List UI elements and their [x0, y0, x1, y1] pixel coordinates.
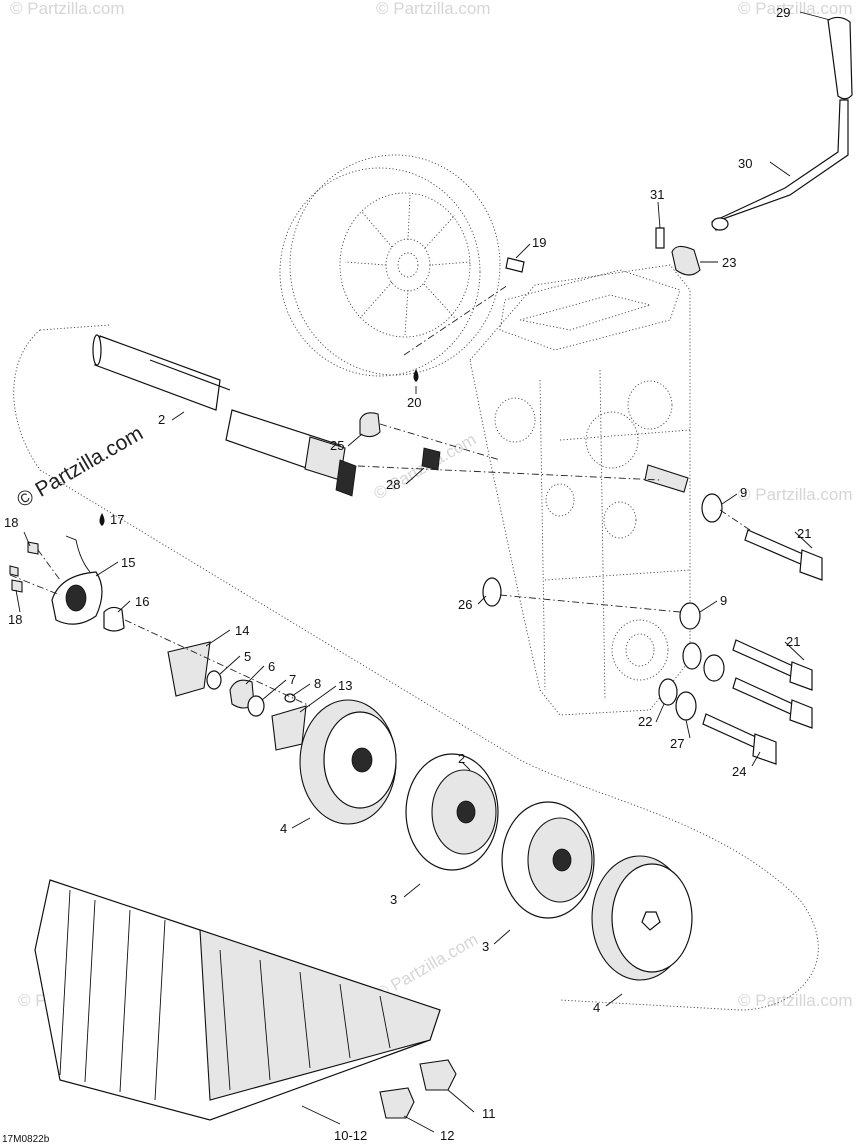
watermark-faint: © Partzilla.com [738, 991, 853, 1010]
callout-20: 20 [407, 395, 421, 410]
sprocket-28 [421, 447, 441, 471]
drive-pulley-wheel [279, 154, 501, 377]
callout-4: 4 [593, 1000, 600, 1015]
bolt-24 [702, 713, 777, 765]
callout-26: 26 [458, 597, 472, 612]
callout-9: 9 [740, 485, 747, 500]
callout-21: 21 [786, 634, 800, 649]
callout-12: 12 [440, 1128, 454, 1143]
washer-stack [682, 642, 702, 670]
oil-drop-icon [99, 513, 105, 526]
washer-stack [703, 654, 725, 682]
callout-7: 7 [289, 672, 296, 687]
watermark-faint: © Partzilla.com [738, 485, 853, 504]
callout-28: 28 [386, 477, 400, 492]
oil-drop-icon [413, 369, 419, 382]
clip-12 [379, 1087, 415, 1119]
watermark-faint: © Partzilla.com [10, 0, 125, 18]
alignment-lines [9, 284, 751, 707]
clip-11 [419, 1059, 457, 1091]
bolt-21-lower [732, 639, 813, 691]
plate-13 [271, 705, 307, 751]
callout-2: 2 [458, 751, 465, 766]
watermark-faint: © Partzilla.com [738, 0, 853, 18]
reference-code: 17M0822b [2, 1134, 50, 1145]
shift-lever [711, 16, 853, 232]
sprocket-3-lower [501, 801, 595, 919]
callout-15: 15 [121, 555, 135, 570]
seal-5 [206, 670, 222, 690]
callout-25: 25 [330, 438, 344, 453]
nut-18-lower [9, 565, 19, 577]
callout-29: 29 [776, 5, 790, 20]
track-outline-upper [39, 324, 111, 331]
callout-3: 3 [390, 892, 397, 907]
callout-10-12: 10-12 [334, 1128, 367, 1143]
callout-16: 16 [135, 594, 149, 609]
sprocket-4-upper [299, 699, 397, 825]
watermark-faint: © Partzilla.com [376, 0, 491, 18]
callout-31: 31 [650, 187, 664, 202]
key-19 [505, 257, 525, 273]
callout-24: 24 [732, 764, 746, 779]
washer-26 [482, 577, 502, 607]
nut-18-lower2 [11, 579, 23, 593]
callout-18: 18 [4, 515, 18, 530]
callout-6: 6 [268, 659, 275, 674]
callout-labels: 29 30 31 19 23 20 2 25 28 9 21 17 18 15 … [4, 5, 811, 1143]
washer-22 [658, 678, 678, 706]
callout-18: 18 [8, 612, 22, 627]
grease-fitting-17 [65, 535, 91, 573]
callout-13: 13 [338, 678, 352, 693]
nut-18-upper [27, 541, 39, 555]
watermark-main: © Partzilla.com [13, 422, 147, 513]
callout-27: 27 [670, 736, 684, 751]
track-outline [13, 329, 819, 1011]
plate-14 [167, 641, 211, 697]
callout-23: 23 [722, 255, 736, 270]
pin-31 [655, 227, 665, 249]
leader-lines [15, 11, 831, 1133]
callout-11: 11 [482, 1106, 496, 1121]
washer-9-upper [701, 493, 723, 523]
callout-3: 3 [482, 939, 489, 954]
callout-19: 19 [532, 235, 546, 250]
callout-22: 22 [638, 714, 652, 729]
chaincase-housing [469, 264, 691, 716]
lever-bushing-23 [671, 245, 701, 276]
track-belt [34, 879, 441, 1121]
seal-7 [247, 695, 265, 717]
callout-2: 2 [158, 412, 165, 427]
callout-9: 9 [720, 593, 727, 608]
bolt-extra [732, 677, 813, 729]
washer-9-lower [679, 602, 701, 630]
drive-axle [92, 334, 357, 497]
sprocket-4-lower [591, 855, 693, 981]
callout-5: 5 [244, 649, 251, 664]
sprocket-3-upper [405, 753, 499, 871]
gearbox-output-shaft [644, 464, 689, 493]
callout-4: 4 [280, 821, 287, 836]
callout-30: 30 [738, 156, 752, 171]
washer-27 [675, 691, 697, 721]
sensor-16 [103, 606, 125, 632]
callout-14: 14 [235, 623, 249, 638]
callout-8: 8 [314, 676, 321, 691]
bearing-25 [359, 412, 381, 438]
callout-17: 17 [110, 512, 124, 527]
bolt-21-upper [744, 529, 823, 581]
callout-21: 21 [797, 526, 811, 541]
bearing-housing-bore [65, 584, 87, 612]
